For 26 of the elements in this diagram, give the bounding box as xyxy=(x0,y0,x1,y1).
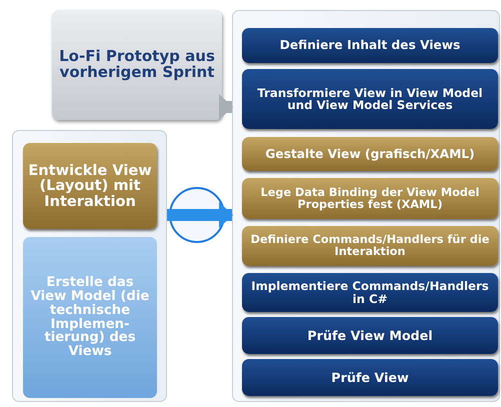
step-box xyxy=(23,237,157,398)
step-label: Definiere Inhalt des Views xyxy=(278,39,462,52)
step-box xyxy=(242,273,498,312)
step-label: Definiere Commands/Handlers für die Interaktion xyxy=(250,234,490,258)
step-box xyxy=(242,178,498,219)
input-box xyxy=(52,10,222,120)
step-label: Transformiere View in View Model und View Model Services xyxy=(256,86,484,112)
step-box xyxy=(242,28,498,63)
step-label: Lo-Fi Prototyp aus vorherigem Sprint xyxy=(58,49,216,81)
arrow xyxy=(219,94,233,120)
step-label: Entwickle View (Layout) mit Interaktion xyxy=(27,163,153,209)
step-box xyxy=(242,226,498,266)
step-box xyxy=(242,69,498,129)
step-label: Prüfe View xyxy=(330,370,410,384)
step-box xyxy=(242,137,498,171)
group-panel xyxy=(12,130,167,402)
step-label: Lege Data Binding der View Model Properties fest (XAML) xyxy=(260,186,480,210)
step-label: Prüfe View Model xyxy=(306,328,434,342)
group-panel xyxy=(232,10,500,402)
arrow xyxy=(167,202,233,228)
step-box xyxy=(23,143,157,229)
step-box xyxy=(242,317,498,354)
step-label: Erstelle das View Model (die technische Implemen- tierung) des Views xyxy=(30,276,150,359)
step-box xyxy=(242,359,498,396)
step-label: Implementiere Commands/Handlers in C# xyxy=(250,280,490,305)
step-label: Gestalte View (grafisch/XAML) xyxy=(264,148,476,160)
